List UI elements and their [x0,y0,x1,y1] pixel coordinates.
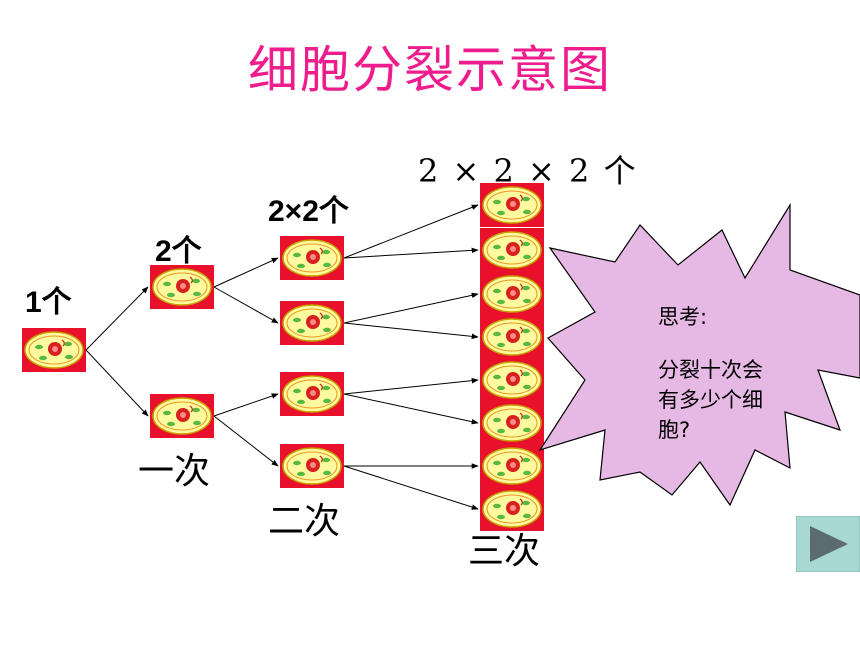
cell-gen3-4 [480,358,544,402]
thought-heading: 思考: [658,305,708,329]
cell-gen3-5 [480,401,544,445]
division-arrow [85,286,149,351]
cell-gen3-0 [480,183,544,227]
cell-gen3-1 [480,228,544,272]
division-arrow [343,322,479,340]
division-arrow [343,377,479,395]
count-label-gen1: 2个 [155,235,202,268]
count-label-gen3: 2 × 2 × 2 个 [418,152,638,190]
division-arrow [343,292,479,324]
division-arrow [343,465,479,510]
play-triangle-icon [810,526,848,562]
division-arrow [343,393,479,425]
division-arrow [213,257,279,288]
generation-label-first: 一次 [138,451,211,492]
count-label-gen0: 1个 [25,286,72,319]
cell-gen3-6 [480,444,544,488]
division-arrow [213,415,279,467]
cell-gen1-0 [150,265,214,309]
cell-gen3-7 [480,487,544,531]
count-label-gen2: 2×2个 [268,195,349,228]
cell-gen2-1 [280,301,344,345]
starburst-bubble [538,202,860,507]
cell-gen1-1 [150,394,214,438]
thought-question-line3: 胞? [658,418,691,442]
cell-gen3-3 [480,315,544,359]
division-arrow [343,204,479,259]
thought-question-line1: 分裂十次会 [658,358,763,382]
division-arrow [213,286,279,324]
cell-gen2-0 [280,236,344,280]
page-title: 细胞分裂示意图 [248,41,612,99]
generation-label-third: 三次 [468,531,541,572]
next-slide-button[interactable] [796,516,860,572]
cell-gen2-3 [280,444,344,488]
thought-question-line2: 有多少个细 [658,388,763,412]
cell-gen2-2 [280,372,344,416]
division-arrow [85,349,149,417]
generation-label-second: 二次 [268,501,341,542]
division-arrow [213,393,279,417]
division-arrow [343,247,479,259]
cell-gen0-0 [22,328,86,372]
cell-gen3-2 [480,272,544,316]
